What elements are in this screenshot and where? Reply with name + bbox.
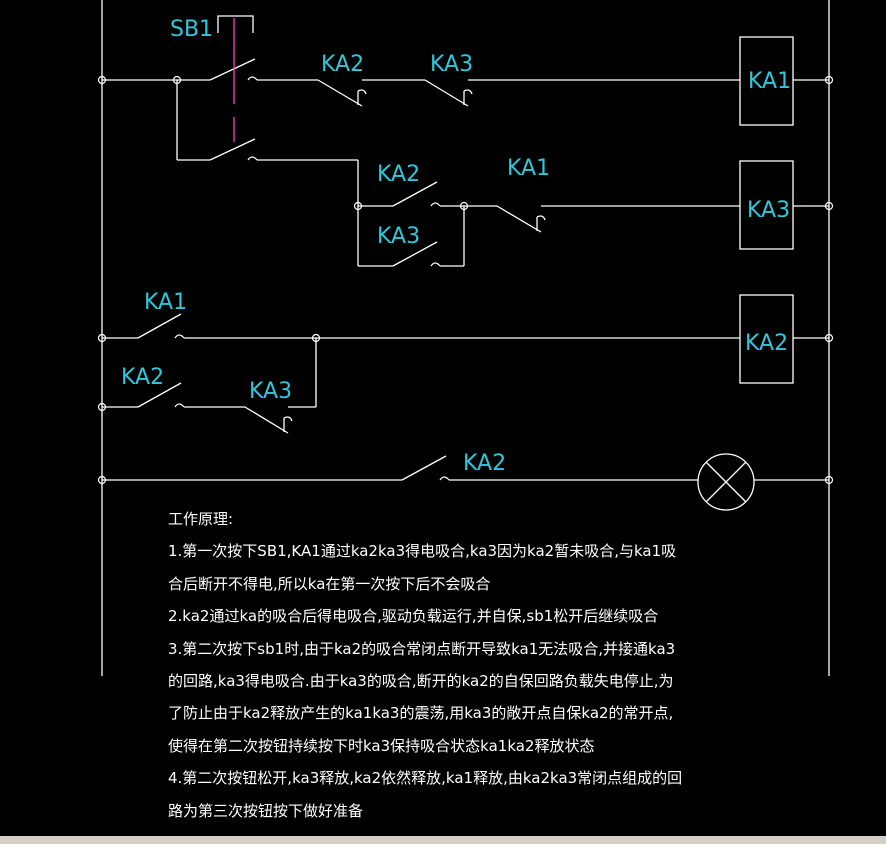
notes-line: 使得在第二次按钮持续按下时ka3保持吸合状态ka1ka2释放状态 xyxy=(168,736,595,755)
label-coil-ka2: KA2 xyxy=(745,331,788,356)
label-r2-ka2: KA2 xyxy=(377,162,420,187)
notes-line: 的回路,ka3得电吸合.由于ka3的吸合,断开的ka2的自保回路负载失电停止,为 xyxy=(168,671,674,690)
notes-line: 路为第三次按钮按下做好准备 xyxy=(168,801,364,820)
notes-line: 了防止由于ka2释放产生的ka1ka3的震荡,用ka3的敞开点自保ka2的常开点… xyxy=(168,704,674,723)
label-coil-ka1: KA1 xyxy=(748,69,791,94)
notes-line: 1.第一次按下SB1,KA1通过ka2ka3得电吸合,ka3因为ka2暂未吸合,… xyxy=(168,542,677,561)
notes-line: 3.第二次按下sb1时,由于ka2的吸合常闭点断开导致ka1无法吸合,并接通ka… xyxy=(168,639,676,658)
label-r3-ka1: KA1 xyxy=(144,290,187,315)
lamp-icon xyxy=(697,453,755,511)
label-r2-ka3: KA3 xyxy=(377,224,420,249)
notes-line: 2.ka2通过ka的吸合后得电吸合,驱动负载运行,并自保,sb1松开后继续吸合 xyxy=(168,607,659,626)
label-r3-ka3: KA3 xyxy=(249,379,292,404)
window-bottom-bar xyxy=(0,836,886,844)
label-sb1: SB1 xyxy=(170,17,213,42)
rung-2 xyxy=(176,80,834,267)
label-r4-ka2: KA2 xyxy=(463,451,506,476)
notes-line: 4.第二次按钮松开,ka3释放,ka2依然释放,ka1释放,由ka2ka3常闭点… xyxy=(168,769,683,788)
rung-1 xyxy=(97,36,834,126)
notes-line: 合后断开不得电,所以ka在第一次按下后不会吸合 xyxy=(168,574,491,593)
coil-ka2 xyxy=(739,294,794,384)
coil-ka1 xyxy=(739,36,794,126)
label-r3-ka2: KA2 xyxy=(121,365,164,390)
rung-3 xyxy=(97,294,834,434)
coil-ka3 xyxy=(739,160,794,250)
label-r2-ka1: KA1 xyxy=(507,156,550,181)
label-coil-ka3: KA3 xyxy=(747,198,790,223)
label-r1-ka3: KA3 xyxy=(430,52,473,77)
notes-title: 工作原理: xyxy=(168,510,234,528)
label-r1-ka2: KA2 xyxy=(321,52,364,77)
sb1-push-button xyxy=(217,15,254,142)
working-principle-notes: 工作原理: 1.第一次按下SB1,KA1通过ka2ka3得电吸合,ka3因为ka… xyxy=(168,503,748,827)
rung-4 xyxy=(97,453,834,511)
